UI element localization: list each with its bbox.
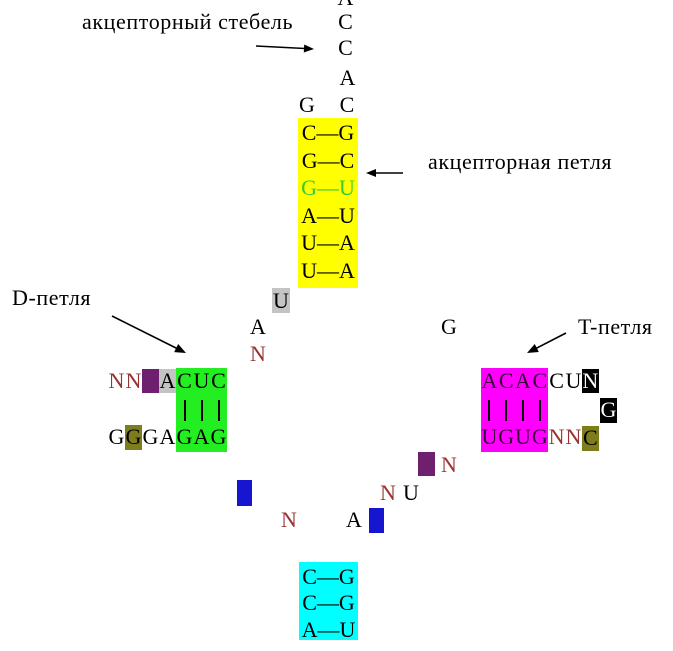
acceptor-loop-arrow [366, 169, 403, 177]
junction-nucleotide: A [250, 314, 266, 339]
acceptor-stem-label: акцепторный стебель [82, 9, 294, 34]
variable-region-n-nucleotide: N [380, 480, 396, 505]
d-arm-gray-nucleotide: A [159, 368, 176, 393]
acceptor-tail-nucleotide: A [339, 65, 356, 90]
d-loop-arrow [111, 315, 186, 353]
d-loop-label: D-петля [12, 285, 92, 310]
acceptor-stem-pair: A—U [301, 202, 355, 228]
t-loop-n-nucleotide: N [565, 424, 582, 449]
anticodon-stem-pair: C—G [302, 563, 355, 589]
t-loop-nucleotide: U [565, 368, 582, 393]
t-stem-nucleotide: U [515, 424, 531, 449]
base-pair-bond [522, 400, 524, 421]
junction-boxed-nucleotide: U [273, 287, 289, 313]
d-arm-olive-mark [125, 425, 142, 450]
t-loop-black-nucleotide: N [582, 368, 599, 393]
t-stem-nucleotide: A [481, 368, 498, 393]
d-arm-nucleotide: A [159, 424, 176, 449]
acceptor-stem-wobble-pair: G—U [301, 175, 355, 201]
acceptor-stem-pair: G—C [301, 147, 355, 173]
base-pair-bond [538, 400, 541, 421]
anticodon-stem-highlight: C—G C—G A—U [299, 562, 358, 642]
d-stem-nucleotide: G [210, 424, 227, 449]
acceptor-unpaired-left: G [299, 92, 315, 117]
junction-nucleotide: G [441, 314, 457, 339]
base-pair-bond [183, 400, 186, 421]
base-pair-bond [200, 400, 203, 421]
d-stem-nucleotide: C [177, 368, 192, 393]
d-stem-nucleotide: G [176, 424, 193, 449]
t-stem-nucleotide: C [498, 368, 514, 393]
base-pair-bond [217, 400, 220, 421]
d-stem-nucleotide: C [211, 368, 226, 393]
anticodon-stem-pair: C—G [302, 590, 355, 615]
t-stem-nucleotide: G [531, 424, 548, 449]
junction-n-nucleotide: N [250, 341, 266, 366]
t-arm-olive-mark [581, 426, 599, 451]
anticodon-loop-blue-mark [237, 480, 252, 506]
d-stem-nucleotide: A [193, 424, 210, 449]
variable-region-n-nucleotide: N [441, 452, 457, 477]
junction-gray-mark: U [272, 288, 290, 313]
anticodon-loop-n-nucleotide: N [281, 507, 297, 532]
t-loop-nucleotide: C [549, 368, 564, 393]
t-loop-n-nucleotide: N [548, 424, 565, 449]
t-stem-nucleotide: G [498, 424, 515, 449]
d-arm-n-nucleotide: N [125, 368, 142, 393]
d-arm-nucleotide: G [142, 424, 159, 449]
acceptor-stem-pair: U—A [301, 257, 355, 283]
d-arm-nucleotide: G [108, 424, 125, 449]
d-arm-n-nucleotide: N [108, 368, 125, 393]
variable-region-nucleotide: U [403, 480, 419, 505]
t-loop-arrow [527, 332, 567, 353]
acceptor-unpaired-right: C [339, 92, 355, 117]
variable-region-purple-mark [418, 452, 435, 476]
acceptor-tail-nucleotide: C [338, 9, 353, 34]
base-pair-bond [505, 400, 508, 421]
t-stem-highlight [481, 368, 548, 452]
d-arm-gray-mark [159, 369, 176, 393]
acceptor-tail-nucleotide: C [338, 35, 353, 60]
d-arm-purple-mark [142, 369, 159, 393]
acceptor-stem-pair: U—A [301, 230, 355, 256]
d-stem-nucleotide: U [193, 368, 210, 393]
t-loop-label: T-петля [578, 314, 653, 339]
t-loop-black-nucleotide: G [600, 397, 617, 422]
t-loop-olive-nucleotide: C [582, 425, 598, 450]
t-arm-black-mark [581, 369, 599, 393]
t-stem-nucleotide: A [515, 368, 531, 393]
anticodon-loop-nucleotide: A [346, 507, 362, 532]
acceptor-stem-pair: C—G [301, 120, 355, 145]
anticodon-loop-blue-mark [369, 508, 384, 533]
t-loop-black-mark [600, 398, 617, 423]
acceptor-loop-label: акцепторная петля [428, 149, 613, 174]
anticodon-stem-pair: A—U [301, 616, 356, 642]
d-arm-olive-nucleotide: G [125, 424, 142, 449]
t-stem-nucleotide: U [481, 424, 498, 449]
base-pair-bond [488, 400, 491, 421]
acceptor-stem-arrow [255, 44, 314, 53]
t-stem-nucleotide: C [532, 368, 548, 393]
acceptor-stem-highlight: C—G G—C G—U A—U U—A U—A [298, 118, 358, 288]
acceptor-tail-nucleotide: A [337, 0, 354, 10]
